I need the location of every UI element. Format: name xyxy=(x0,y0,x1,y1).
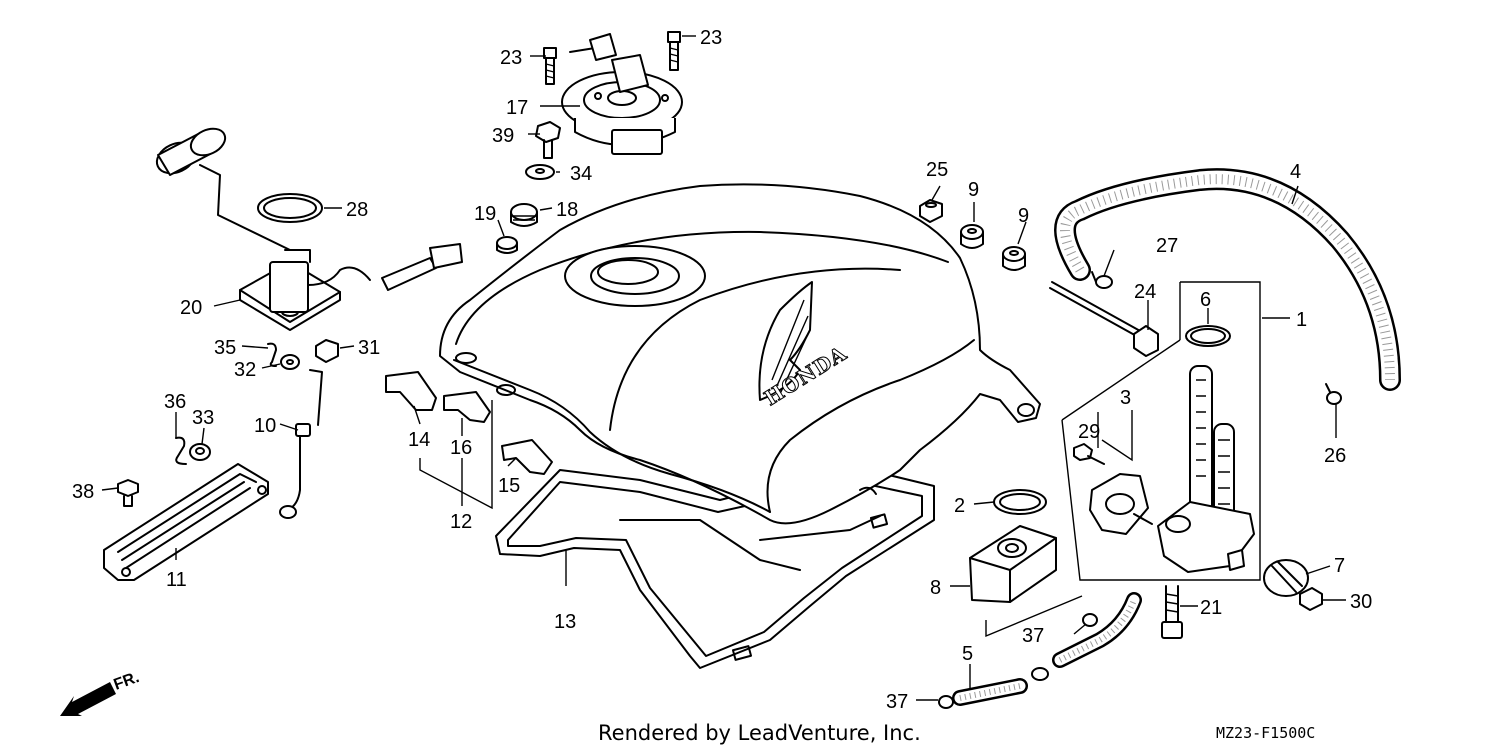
callout-33: 33 xyxy=(192,407,214,429)
bracket-11 xyxy=(103,463,269,581)
callout-20: 20 xyxy=(180,297,202,319)
callout-26: 26 xyxy=(1324,445,1346,467)
callout-37-lower: 37 xyxy=(886,691,908,713)
callout-16: 16 xyxy=(450,437,472,459)
heat-guard-13 xyxy=(495,469,935,669)
callout-28: 28 xyxy=(346,199,368,221)
callout-29: 29 xyxy=(1078,421,1100,443)
clip-35 xyxy=(267,342,277,367)
front-label: FR. xyxy=(112,669,142,694)
callout-17: 17 xyxy=(506,97,528,119)
fuel-valve-assembly xyxy=(1061,281,1261,581)
clip-37-upper xyxy=(1082,613,1098,627)
rubber-bushing-9-upper xyxy=(960,224,984,249)
grommet-18 xyxy=(510,203,538,227)
front-direction-arrow: FR. xyxy=(60,669,142,716)
callout-23-right: 23 xyxy=(700,27,722,49)
callout-37-upper: 37 xyxy=(1022,625,1044,647)
breather-tube-4 xyxy=(1054,168,1401,391)
cushion-15 xyxy=(501,439,553,475)
grommet-33 xyxy=(189,443,211,461)
valve-knob-7 xyxy=(1263,559,1309,597)
bolt-39 xyxy=(535,121,561,159)
callout-18: 18 xyxy=(556,199,578,221)
callout-10: 10 xyxy=(254,415,276,437)
callout-19: 19 xyxy=(474,203,496,225)
callout-9-upper: 9 xyxy=(968,179,979,201)
fuel-tank: HONDA xyxy=(439,183,1041,525)
callout-21: 21 xyxy=(1200,597,1222,619)
callout-6: 6 xyxy=(1200,289,1211,311)
leader-lines xyxy=(101,35,1346,701)
callout-9-lower: 9 xyxy=(1018,205,1029,227)
clip-27 xyxy=(1091,271,1113,289)
clip-36 xyxy=(175,436,187,465)
collar-19 xyxy=(496,236,518,254)
callout-36: 36 xyxy=(164,391,186,413)
bolt-23-left xyxy=(543,47,557,85)
gasket-2 xyxy=(993,489,1047,515)
callout-14: 14 xyxy=(408,429,430,451)
bolt-38 xyxy=(117,479,139,507)
valve-adapter-8 xyxy=(969,525,1057,603)
sender-wire-connector xyxy=(381,243,463,291)
callout-34: 34 xyxy=(570,163,592,185)
screw-30 xyxy=(1299,587,1323,611)
cushion-14 xyxy=(385,371,437,411)
callout-3: 3 xyxy=(1120,387,1131,409)
washer-34 xyxy=(525,164,555,180)
fuel-line-5 xyxy=(952,592,1142,706)
callout-24: 24 xyxy=(1134,281,1156,303)
callout-27: 27 xyxy=(1156,235,1178,257)
callout-2: 2 xyxy=(954,495,965,517)
callout-31: 31 xyxy=(358,337,380,359)
nut-31 xyxy=(315,339,339,363)
callout-15: 15 xyxy=(498,475,520,497)
rubber-bushing-9-lower xyxy=(1002,246,1026,271)
washer-32 xyxy=(280,354,300,370)
callout-35: 35 xyxy=(214,337,236,359)
callout-5: 5 xyxy=(962,643,973,665)
callout-1: 1 xyxy=(1296,309,1307,331)
nut-25 xyxy=(919,199,943,223)
callout-25: 25 xyxy=(926,159,948,181)
callout-labels: 23 23 17 39 34 18 19 28 20 35 31 32 36 3… xyxy=(72,27,1372,713)
clip-37-lower xyxy=(938,695,954,709)
callout-39: 39 xyxy=(492,125,514,147)
callout-12: 12 xyxy=(450,511,472,533)
cushion-16 xyxy=(443,391,491,423)
callout-8: 8 xyxy=(930,577,941,599)
diagram-code: MZ23-F1500C xyxy=(1216,724,1315,742)
drain-tube-10 xyxy=(279,369,323,519)
callout-11: 11 xyxy=(166,569,187,591)
bolt-24 xyxy=(1049,281,1159,357)
callout-7: 7 xyxy=(1334,555,1345,577)
fuel-level-sender xyxy=(155,127,371,331)
callout-38: 38 xyxy=(72,481,94,503)
callout-23-left: 23 xyxy=(500,47,522,69)
o-ring-28 xyxy=(257,193,323,223)
render-credit: Rendered by LeadVenture, Inc. xyxy=(598,721,921,745)
callout-13: 13 xyxy=(554,611,576,633)
callout-32: 32 xyxy=(234,359,256,381)
bolt-21 xyxy=(1161,585,1183,639)
clip-26 xyxy=(1325,383,1342,405)
bolt-23-right xyxy=(667,31,681,71)
callout-30: 30 xyxy=(1350,591,1372,613)
callout-4: 4 xyxy=(1290,161,1301,183)
fuel-cap-lock-assembly xyxy=(561,33,683,155)
